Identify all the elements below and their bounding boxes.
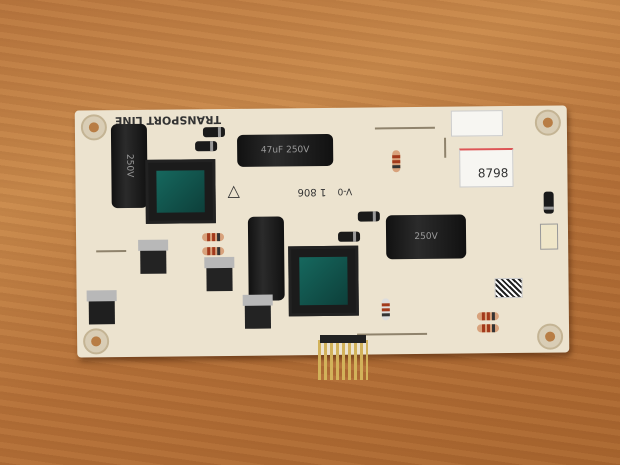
resistor bbox=[202, 233, 225, 242]
transistor bbox=[140, 249, 167, 274]
silkscreen-line bbox=[374, 126, 435, 130]
transformer-left bbox=[145, 159, 216, 224]
barcode-sticker bbox=[450, 110, 504, 137]
diode bbox=[338, 231, 361, 242]
circuit-board: TRANSPORT LINE 250V 47uF 250V 250V 1 806… bbox=[74, 105, 570, 358]
diode bbox=[357, 211, 380, 222]
mount-hole bbox=[534, 109, 562, 136]
transistor bbox=[244, 304, 272, 329]
resistor bbox=[476, 324, 500, 333]
marking-1806: 1 806 bbox=[297, 185, 327, 198]
silkscreen-line bbox=[96, 250, 127, 253]
diode bbox=[195, 141, 218, 152]
diode bbox=[543, 191, 554, 214]
pin-header-pins bbox=[318, 340, 368, 380]
transistor bbox=[88, 300, 115, 325]
resistor bbox=[476, 312, 499, 321]
diode bbox=[202, 127, 226, 138]
warning-triangle-icon: △ bbox=[227, 180, 240, 200]
mount-hole bbox=[536, 323, 564, 350]
sticker-number: 8798 bbox=[477, 166, 509, 181]
capacitor-left: 250V bbox=[110, 123, 148, 209]
qr-sticker bbox=[494, 277, 523, 299]
resistor bbox=[202, 247, 225, 256]
silkscreen-line bbox=[444, 137, 447, 158]
mount-hole bbox=[83, 328, 110, 355]
pin-header bbox=[320, 335, 366, 343]
mount-hole bbox=[80, 114, 108, 141]
silkscreen-line bbox=[357, 332, 428, 336]
connector bbox=[539, 223, 559, 250]
marking-v0: V-0 bbox=[337, 185, 353, 196]
capacitor-top: 47uF 250V bbox=[236, 133, 334, 167]
capacitor-right: 250V bbox=[385, 214, 467, 260]
resistor bbox=[392, 150, 401, 173]
resistor bbox=[381, 298, 390, 321]
transformer-center bbox=[288, 245, 359, 317]
capacitor-center bbox=[247, 216, 285, 301]
transistor bbox=[206, 266, 233, 292]
number-sticker: 8798 bbox=[459, 147, 514, 188]
